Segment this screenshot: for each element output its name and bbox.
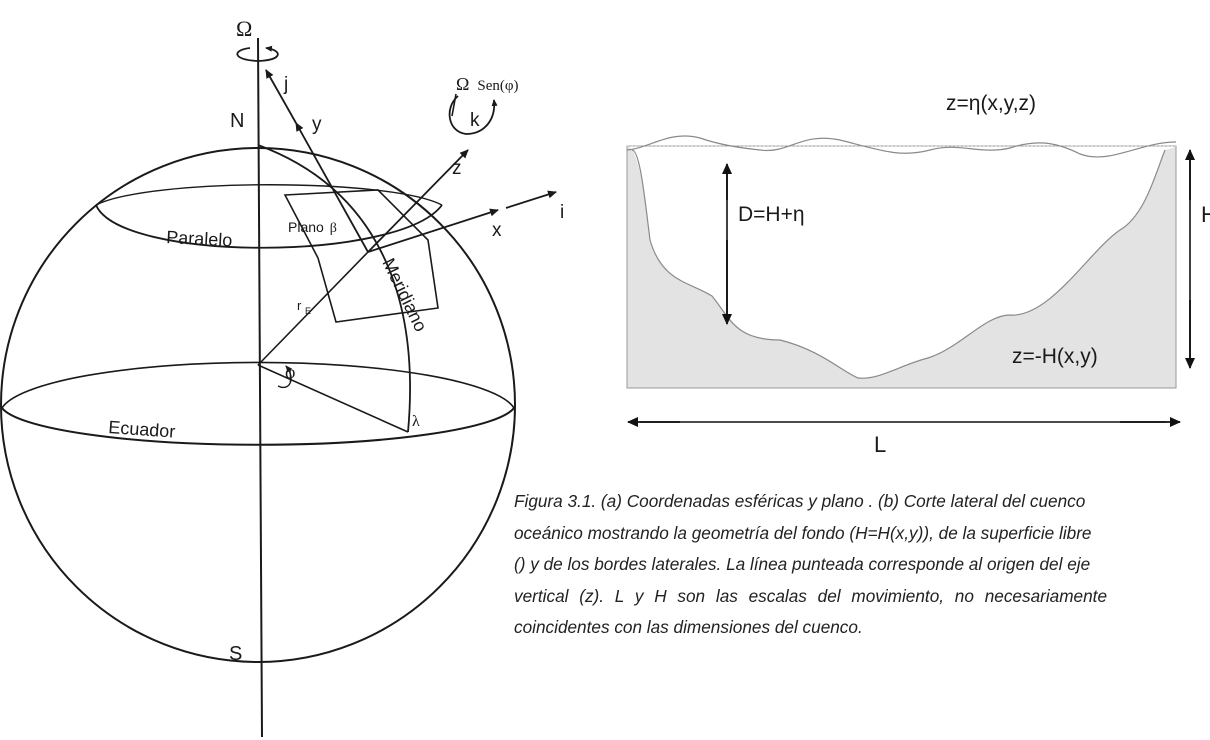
equator-back [1,361,515,409]
y-axis [295,122,369,253]
equator-label: Ecuador [108,417,176,442]
caption-line-5: coincidentes con las dimensiones del cue… [514,617,863,637]
equatorial-radius [257,364,409,433]
x-axis-label: x [492,220,502,241]
meridian-line [257,144,411,433]
south-label: S [229,643,242,665]
rotation-arrow-icon [236,45,279,62]
i-axis-label: i [560,202,564,223]
y-axis-label: y [312,114,322,135]
k-rotation-tail-icon [451,93,457,117]
omega-sen-label: Ω Sen(φ) [456,74,519,94]
z-axis-label: z [452,158,462,179]
x-axis [367,208,499,253]
k-axis-label: k [470,110,480,131]
caption-line-1: Figura 3.1. (a) Coordenadas esféricas y … [514,491,1086,511]
caption-line-4: vertical (z). L y H son las escalas del … [514,585,1107,606]
plane-label: Plano β [288,219,337,236]
bottom-label: z=-H(x,y) [1012,345,1098,368]
depth-label: D=H+η [738,203,805,226]
depth-scale-label: H [1201,202,1210,227]
earth-radius-line [257,251,369,366]
caption-line-3: () y de los bordes laterales. La línea p… [514,554,1091,574]
equator-front [1,407,515,446]
k-rotation-arrow-icon [448,95,498,135]
free-surface-line [626,135,1177,158]
length-scale-label: L [874,432,886,457]
caption-line-2: oceánico mostrando la geometría del fond… [514,522,1092,543]
parallel-back [95,184,443,206]
j-axis-label: j [283,74,288,95]
longitude-label: λ [412,413,420,430]
polar-axis [257,37,263,738]
figure-caption: Figura 3.1. (a) Coordenadas esféricas y … [514,486,1210,644]
parallel-label: Paralelo [166,227,233,250]
seafloor-line [631,149,1166,379]
z-axis [367,149,469,253]
j-axis [265,69,297,124]
omega-axis-label: Ω [236,16,252,41]
latitude-arc [277,365,293,389]
earth-radius-label: r E [297,298,311,316]
seafloor-shading [627,146,1176,388]
tangent-plane [283,189,439,323]
surface-label: z=η(x,y,z) [946,92,1036,115]
latitude-label: φ [285,362,295,382]
north-label: N [230,110,244,132]
basin-box [626,145,1177,389]
i-axis [505,190,557,209]
